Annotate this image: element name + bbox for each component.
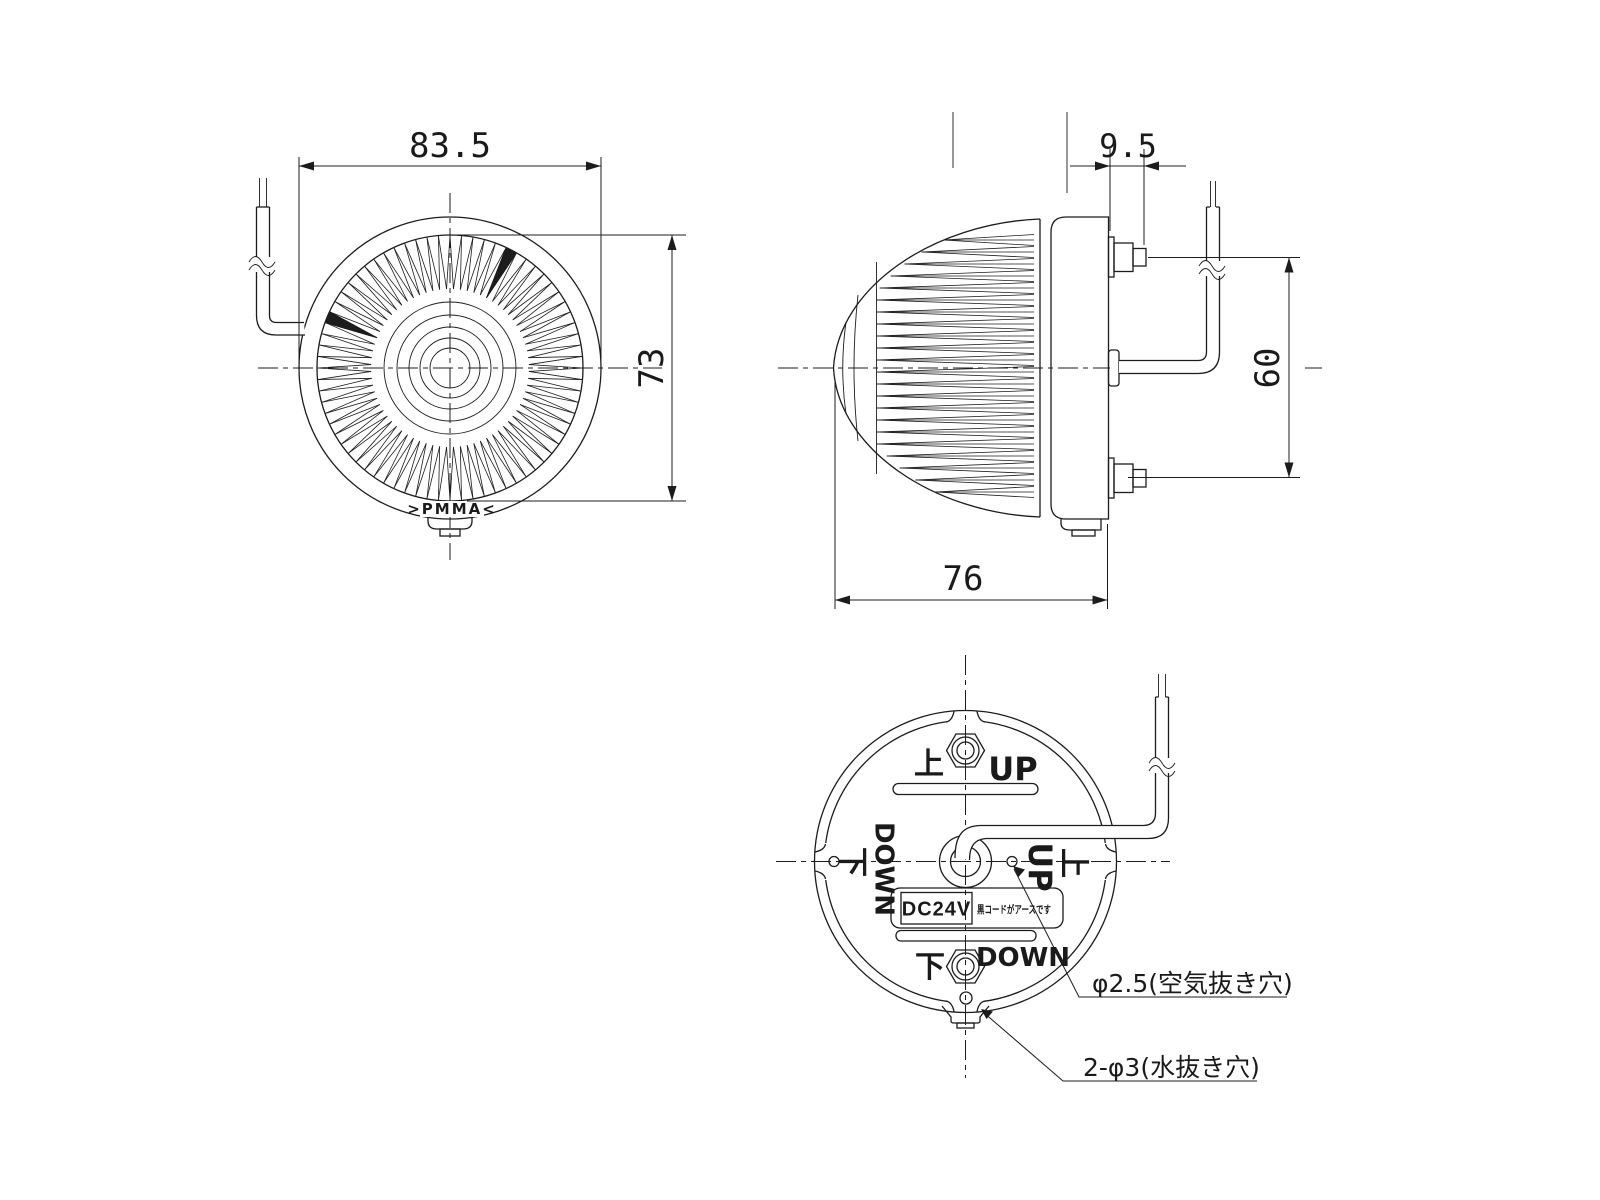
- front-wire-sleeve-inner: [268, 207, 304, 324]
- front-lens-ring-5: [429, 347, 471, 389]
- rear-view: DC24V 黒コードがアースです 上 UP 下 DOWN 下 DOWN UP 上…: [776, 655, 1293, 1082]
- lens-material-marking: >PMMA<: [407, 500, 497, 518]
- svg-text:φ2.5(空気抜き穴): φ2.5(空気抜き穴): [1092, 969, 1293, 998]
- voltage-label-box: [900, 891, 973, 925]
- side-wire-leads: [1210, 181, 1216, 207]
- rear-down-stud-nut: [945, 949, 986, 984]
- rear-right-up-kanji: 上: [1056, 848, 1091, 878]
- front-lens-ring-2: [396, 314, 504, 422]
- rear-up-kanji: 上: [914, 747, 944, 782]
- side-projection-lines: [952, 112, 1068, 193]
- dim-stud-spacing: 60: [1128, 257, 1300, 478]
- side-nose-arc-1: [842, 321, 847, 415]
- front-lens-ring-4: [419, 337, 481, 399]
- rear-wire-sleeve: [954, 771, 1157, 859]
- svg-text:60: 60: [1248, 348, 1288, 389]
- svg-text:83.5: 83.5: [409, 126, 491, 166]
- voltage-label: DC24V: [902, 899, 971, 921]
- svg-text:2-φ3(水抜き穴): 2-φ3(水抜き穴): [1083, 1053, 1260, 1082]
- front-drain-tab-step: [439, 528, 461, 537]
- rear-up-label: UP: [988, 750, 1037, 788]
- side-cable-gland: [1107, 349, 1120, 387]
- drain-hole-callout: 2-φ3(水抜き穴): [981, 1009, 1260, 1082]
- front-wire-break-symbol: [248, 256, 276, 276]
- side-dome-outline: [832, 218, 1041, 518]
- front-wire-leads: [259, 178, 267, 207]
- rear-drain-tab-step: [956, 1022, 975, 1029]
- rear-right-up-label: UP: [1021, 842, 1059, 891]
- rear-air-vent-hole: [1006, 855, 1018, 868]
- side-nose-arc-2: [853, 294, 859, 442]
- rear-wire-break-symbol: [1148, 757, 1176, 777]
- side-view: [778, 112, 1322, 537]
- dim-front-lens-diameter: 73: [454, 234, 686, 502]
- side-flange-drain-tab: [1060, 519, 1102, 531]
- front-wire-sleeve: [255, 207, 305, 336]
- front-view: >PMMA<: [248, 178, 662, 560]
- dim-front-width: 83.5: [298, 126, 602, 372]
- rear-lower-slot: [895, 929, 1037, 942]
- side-wire-sleeve-outer: [1119, 207, 1221, 375]
- rear-wire-upper: [1154, 696, 1170, 763]
- rear-down-label: DOWN: [976, 943, 1070, 973]
- svg-text:73: 73: [632, 348, 672, 389]
- side-flange-drain-step: [1071, 529, 1096, 537]
- dim-depth: 76: [834, 380, 1108, 609]
- svg-text:9.5: 9.5: [1099, 127, 1157, 165]
- rear-wire-sleeve-outer: [968, 771, 1170, 861]
- svg-text:76: 76: [943, 559, 984, 599]
- front-lens-ring-3: [408, 326, 492, 410]
- side-wire-sleeve: [1119, 207, 1208, 362]
- rating-label-plate: [890, 887, 1064, 929]
- ground-note-label: 黒コードがアースです: [977, 903, 1051, 916]
- rear-left-down-kanji: 下: [835, 847, 870, 877]
- front-lens-ring-1: [383, 301, 517, 435]
- air-vent-callout: φ2.5(空気抜き穴): [1013, 866, 1293, 998]
- front-fresnel-flutes: [317, 235, 583, 501]
- dimensions: 83.5 73 9.5 60 76: [298, 126, 1300, 609]
- side-dome-flutes: [876, 234, 1035, 498]
- rear-up-stud-nut: [945, 733, 986, 768]
- rear-left-hole: [828, 855, 840, 868]
- rear-drain-hole: [959, 991, 973, 1005]
- side-wire-break-symbol: [1198, 260, 1226, 280]
- rear-down-kanji: 下: [915, 950, 945, 985]
- side-top-stud: [1107, 236, 1147, 278]
- rear-upper-slot: [892, 782, 1039, 796]
- rear-left-down-label: DOWN: [868, 822, 898, 916]
- dim-stud-length: 9.5: [1070, 127, 1186, 245]
- side-flange: [1050, 216, 1110, 520]
- rear-wire-leads: [1158, 674, 1166, 697]
- side-bottom-stud: [1107, 457, 1147, 499]
